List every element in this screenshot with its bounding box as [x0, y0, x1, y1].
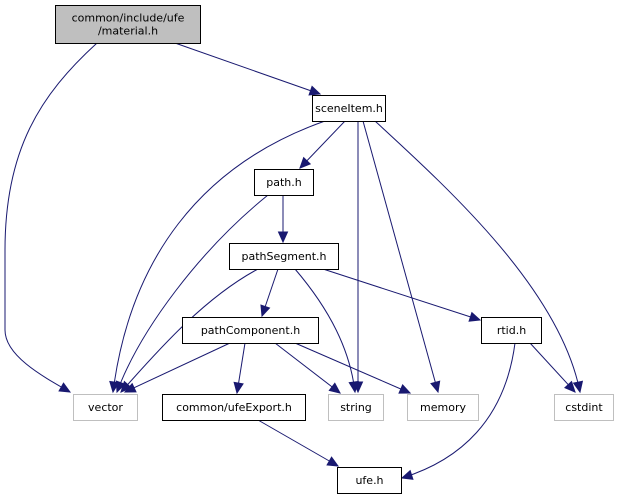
edge-sceneItem-to-memory	[362, 120, 441, 394]
edge-line	[4, 42, 98, 393]
edge-material-to-sceneItem	[174, 42, 322, 96]
node-box	[55, 5, 201, 44]
node-box	[162, 394, 306, 421]
node-box	[312, 95, 386, 122]
arrowhead-icon	[233, 381, 244, 395]
edge-rtid-to-ufe	[400, 342, 516, 480]
node-label: common/include/ufe	[72, 12, 185, 25]
edge-pathSegment-to-pathComponent	[260, 268, 279, 318]
node-label: rtid.h	[497, 324, 526, 337]
edge-pathComponent-to-memory	[294, 342, 412, 394]
arrowhead-icon	[115, 380, 126, 394]
edge-line	[362, 120, 439, 393]
edge-pathSegment-to-vector	[120, 268, 259, 393]
edge-rtid-to-cstdint	[529, 342, 576, 393]
node-pathSegment[interactable]: pathSegment.h	[229, 243, 339, 270]
node-memory: memory	[407, 394, 479, 421]
edge-line	[116, 194, 269, 393]
arrowhead-icon	[123, 382, 137, 393]
arrowhead-icon	[348, 380, 359, 394]
node-label: pathSegment.h	[242, 250, 327, 263]
edge-sceneItem-to-cstdint	[374, 120, 584, 394]
node-box	[182, 317, 319, 344]
node-box	[337, 467, 402, 494]
arrowhead-icon	[400, 469, 414, 480]
node-ufeExport[interactable]: common/ufeExport.h	[162, 394, 306, 421]
node-box	[73, 394, 138, 421]
arrowhead-icon	[58, 382, 72, 393]
arrowhead-icon	[308, 85, 322, 96]
edge-line	[299, 120, 346, 169]
edge-line	[401, 342, 516, 479]
edge-pathComponent-to-string	[274, 342, 341, 394]
node-rtid[interactable]: rtid.h	[481, 317, 542, 344]
edge-path-to-pathSegment	[277, 195, 289, 244]
node-box	[481, 317, 542, 344]
edge-line	[294, 268, 356, 393]
edge-line	[529, 342, 576, 393]
edge-material-to-vector	[4, 42, 98, 393]
node-material[interactable]: common/include/ufe/material.h	[55, 5, 201, 44]
node-label: path.h	[266, 176, 302, 189]
node-ufe[interactable]: ufe.h	[337, 467, 402, 494]
node-label: common/ufeExport.h	[176, 401, 292, 414]
node-path[interactable]: path.h	[254, 169, 314, 196]
edge-line	[124, 342, 231, 393]
node-box	[328, 394, 384, 421]
node-box	[254, 169, 314, 196]
node-label: string	[340, 401, 372, 414]
arrowhead-icon	[120, 380, 132, 393]
node-label: ufe.h	[355, 474, 383, 487]
arrowhead-icon	[398, 383, 412, 394]
arrowhead-icon	[468, 311, 482, 322]
edge-pathComponent-to-ufeExport	[233, 342, 246, 395]
edge-path-to-vector	[115, 194, 269, 394]
edge-line	[294, 342, 411, 394]
edge-line	[374, 120, 581, 393]
edge-line	[274, 342, 341, 394]
edge-line	[120, 268, 259, 393]
arrowhead-icon	[328, 382, 341, 394]
arrowhead-icon	[260, 304, 271, 318]
nodes-layer: common/include/ufe/material.h sceneItem.h…	[55, 5, 614, 494]
edge-pathSegment-to-string	[294, 268, 359, 394]
edge-line	[112, 120, 326, 393]
node-sceneItem[interactable]: sceneItem.h	[312, 95, 386, 122]
node-label: memory	[420, 401, 466, 414]
edge-line	[257, 419, 339, 467]
node-vector: vector	[73, 394, 138, 421]
edges-layer	[4, 42, 584, 480]
arrowhead-icon	[277, 231, 289, 244]
arrowhead-icon	[572, 380, 584, 394]
edge-line	[322, 268, 481, 321]
edge-sceneItem-to-string	[352, 121, 364, 394]
edge-sceneItem-to-path	[299, 120, 346, 169]
node-string: string	[328, 394, 384, 421]
edge-ufeExport-to-ufe	[257, 419, 340, 467]
node-box	[407, 394, 479, 421]
arrowhead-icon	[299, 156, 312, 169]
node-label: pathComponent.h	[201, 324, 300, 337]
edge-pathComponent-to-vector	[123, 342, 231, 393]
node-pathComponent[interactable]: pathComponent.h	[182, 317, 319, 344]
node-label: vector	[88, 401, 123, 414]
node-cstdint: cstdint	[554, 394, 614, 421]
node-label: /material.h	[98, 25, 158, 38]
node-box	[554, 394, 614, 421]
edge-line	[174, 42, 321, 95]
arrowhead-icon	[564, 380, 576, 393]
edge-pathSegment-to-rtid	[322, 268, 482, 322]
arrowhead-icon	[430, 380, 441, 394]
node-label: sceneItem.h	[315, 102, 383, 115]
arrowhead-icon	[326, 456, 340, 467]
node-label: cstdint	[565, 401, 603, 414]
node-box	[229, 243, 339, 270]
